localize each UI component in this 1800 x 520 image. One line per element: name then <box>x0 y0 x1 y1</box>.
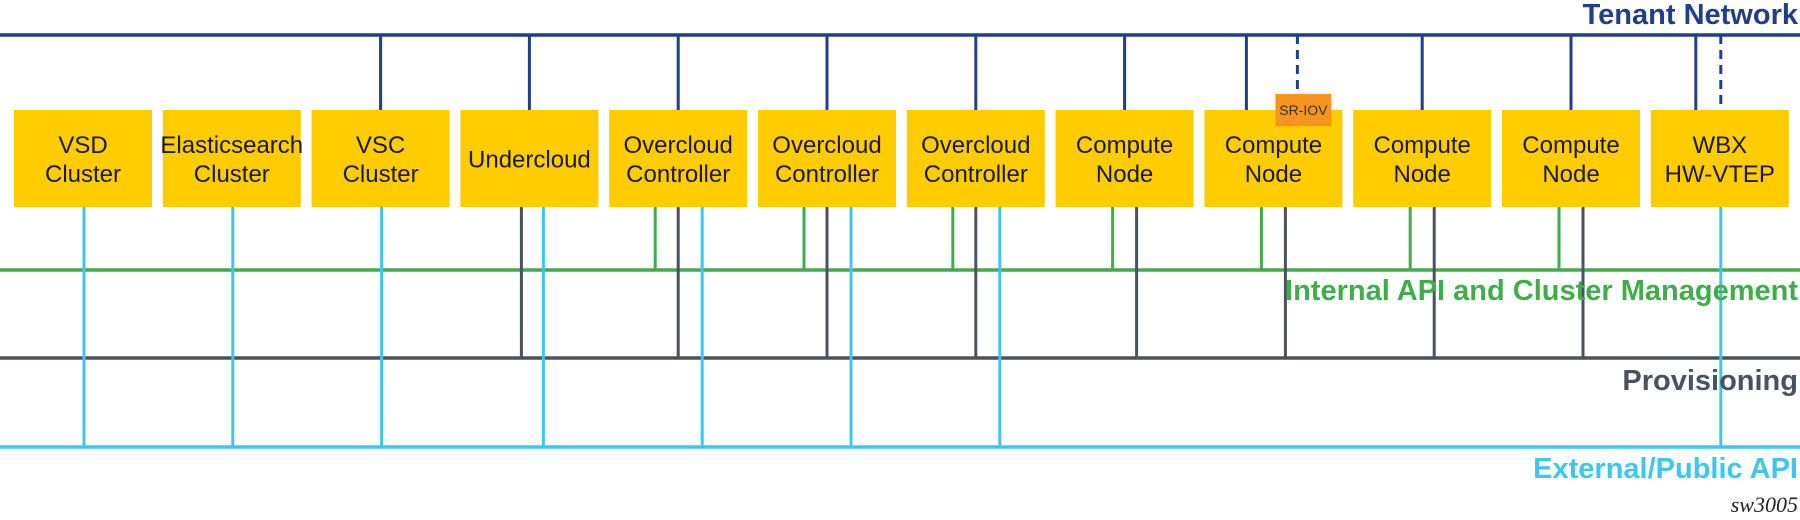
node-label: Controller <box>626 161 730 188</box>
node-label: Elasticsearch <box>160 132 303 159</box>
node-label: Node <box>1542 161 1599 188</box>
node-box-6 <box>906 110 1045 207</box>
node-label: Compute <box>1225 132 1322 159</box>
node-box-1 <box>162 110 301 207</box>
figure-id: sw3005 <box>1731 492 1798 517</box>
node-box-8 <box>1204 110 1343 207</box>
node-box-5 <box>758 110 896 207</box>
node-box-11 <box>1650 110 1789 207</box>
node-label: Overcloud <box>624 132 733 159</box>
node-label: Node <box>1096 161 1153 188</box>
tenant-network-label: Tenant Network <box>1583 0 1799 31</box>
node-box-2 <box>311 110 450 207</box>
node-label: Cluster <box>45 161 121 188</box>
sr-iov-badge <box>1275 94 1332 126</box>
node-label: Compute <box>1076 132 1173 159</box>
external-network-label: External/Public API <box>1533 453 1798 485</box>
node-label: VSD <box>58 132 107 159</box>
node-label: HW-VTEP <box>1665 161 1775 188</box>
node-label: Node <box>1394 161 1451 188</box>
node-label: Cluster <box>343 161 419 188</box>
node-label: Controller <box>775 161 879 188</box>
node-box-4 <box>609 110 748 207</box>
node-box-7 <box>1055 110 1194 207</box>
node-label: Undercloud <box>468 147 591 174</box>
node-label: Cluster <box>194 161 270 188</box>
node-label: Compute <box>1522 132 1619 159</box>
node-label: WBX <box>1692 132 1747 159</box>
node-box-9 <box>1353 110 1492 207</box>
node-label: VSC <box>356 132 405 159</box>
node-label: Overcloud <box>921 132 1030 159</box>
node-label: Controller <box>924 161 1028 188</box>
node-label: Node <box>1245 161 1302 188</box>
node-box-3 <box>460 110 599 207</box>
provisioning-network-label: Provisioning <box>1622 365 1798 397</box>
node-box-10 <box>1502 110 1640 207</box>
sr-iov-badge-label: SR-IOV <box>1279 102 1328 118</box>
internal-network-label: Internal API and Cluster Management <box>1285 275 1798 307</box>
node-box-0 <box>14 110 152 207</box>
node-label: Overcloud <box>772 132 881 159</box>
node-label: Compute <box>1374 132 1471 159</box>
